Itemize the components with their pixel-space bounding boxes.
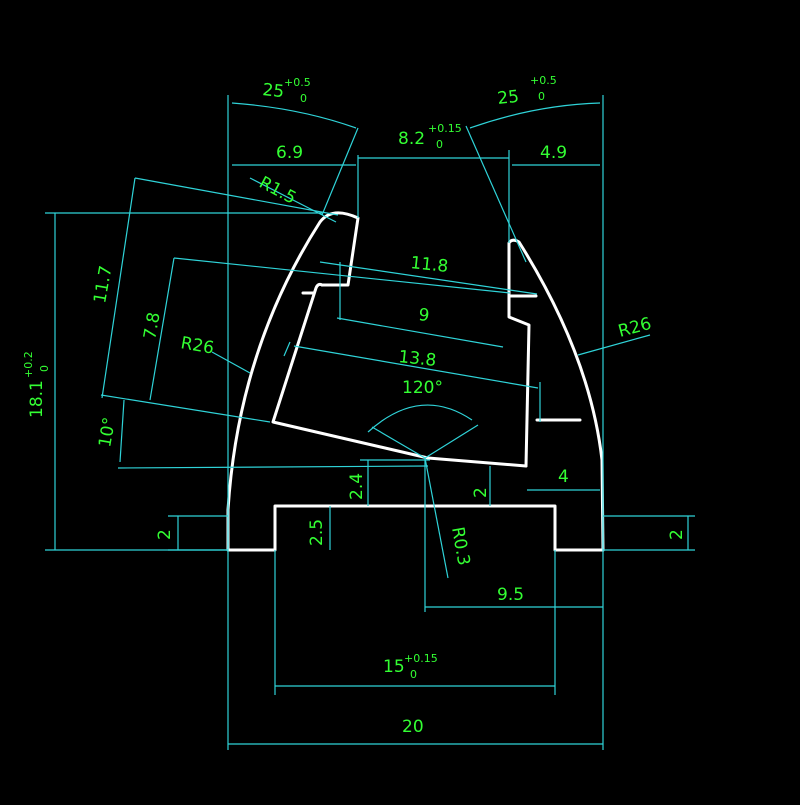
dim-2-4: 2.4	[347, 473, 367, 500]
dim-2-right: 2	[667, 529, 687, 540]
dim-4-9: 4.9	[540, 143, 567, 163]
angle-25-left: 25	[261, 80, 285, 102]
angle-25-left-tol-lower: 0	[300, 92, 307, 105]
angle-25-right: 25	[496, 87, 520, 109]
dim-15: 15	[383, 657, 405, 677]
dim-20: 20	[402, 717, 424, 737]
notch-lines	[301, 291, 582, 422]
dimension-texts: 25 +0.5 0 25 +0.5 0 6.9 8.2 +0.15 0 4.9 …	[22, 74, 687, 737]
dim-4: 4	[558, 467, 569, 487]
angle-25-right-tol-lower: 0	[538, 90, 545, 103]
dim-6-9: 6.9	[276, 143, 303, 163]
dim-8-2-tol-upper: +0.15	[428, 122, 462, 135]
dim-8-2-tol-lower: 0	[436, 138, 443, 151]
dim-15-tol-lower: 0	[410, 668, 417, 681]
left-inner-wall	[271, 282, 528, 468]
dim-18-1-tol-lower: 0	[38, 365, 51, 372]
angle-120: 120°	[402, 378, 443, 398]
radius-r26-right: R26	[616, 314, 653, 342]
dim-18-1-tol-upper: +0.2	[22, 351, 35, 378]
dim-18-1: 18.1	[27, 380, 47, 418]
dimension-lines	[45, 95, 695, 750]
dim-13-8: 13.8	[397, 347, 437, 371]
dim-2-left: 2	[155, 529, 175, 540]
angle-25-right-tol-upper: +0.5	[530, 74, 557, 87]
dim-9: 9	[417, 305, 430, 326]
dim-2-5: 2.5	[307, 519, 327, 546]
right-jaw	[507, 238, 605, 552]
dim-8-2: 8.2	[398, 129, 425, 149]
radius-r26-left: R26	[179, 333, 215, 359]
radius-r0-3: R0.3	[447, 525, 473, 567]
dim-9-5: 9.5	[497, 585, 524, 605]
angle-10: 10°	[95, 416, 120, 449]
dim-2-mid: 2	[471, 487, 491, 498]
dim-7-8: 7.8	[140, 311, 164, 341]
angle-25-left-tol-upper: +0.5	[284, 76, 311, 89]
dim-15-tol-upper: +0.15	[404, 652, 438, 665]
dim-11-8: 11.8	[409, 253, 449, 277]
radius-r1-5: R1.5	[256, 173, 300, 209]
dim-11-7: 11.7	[90, 264, 116, 305]
